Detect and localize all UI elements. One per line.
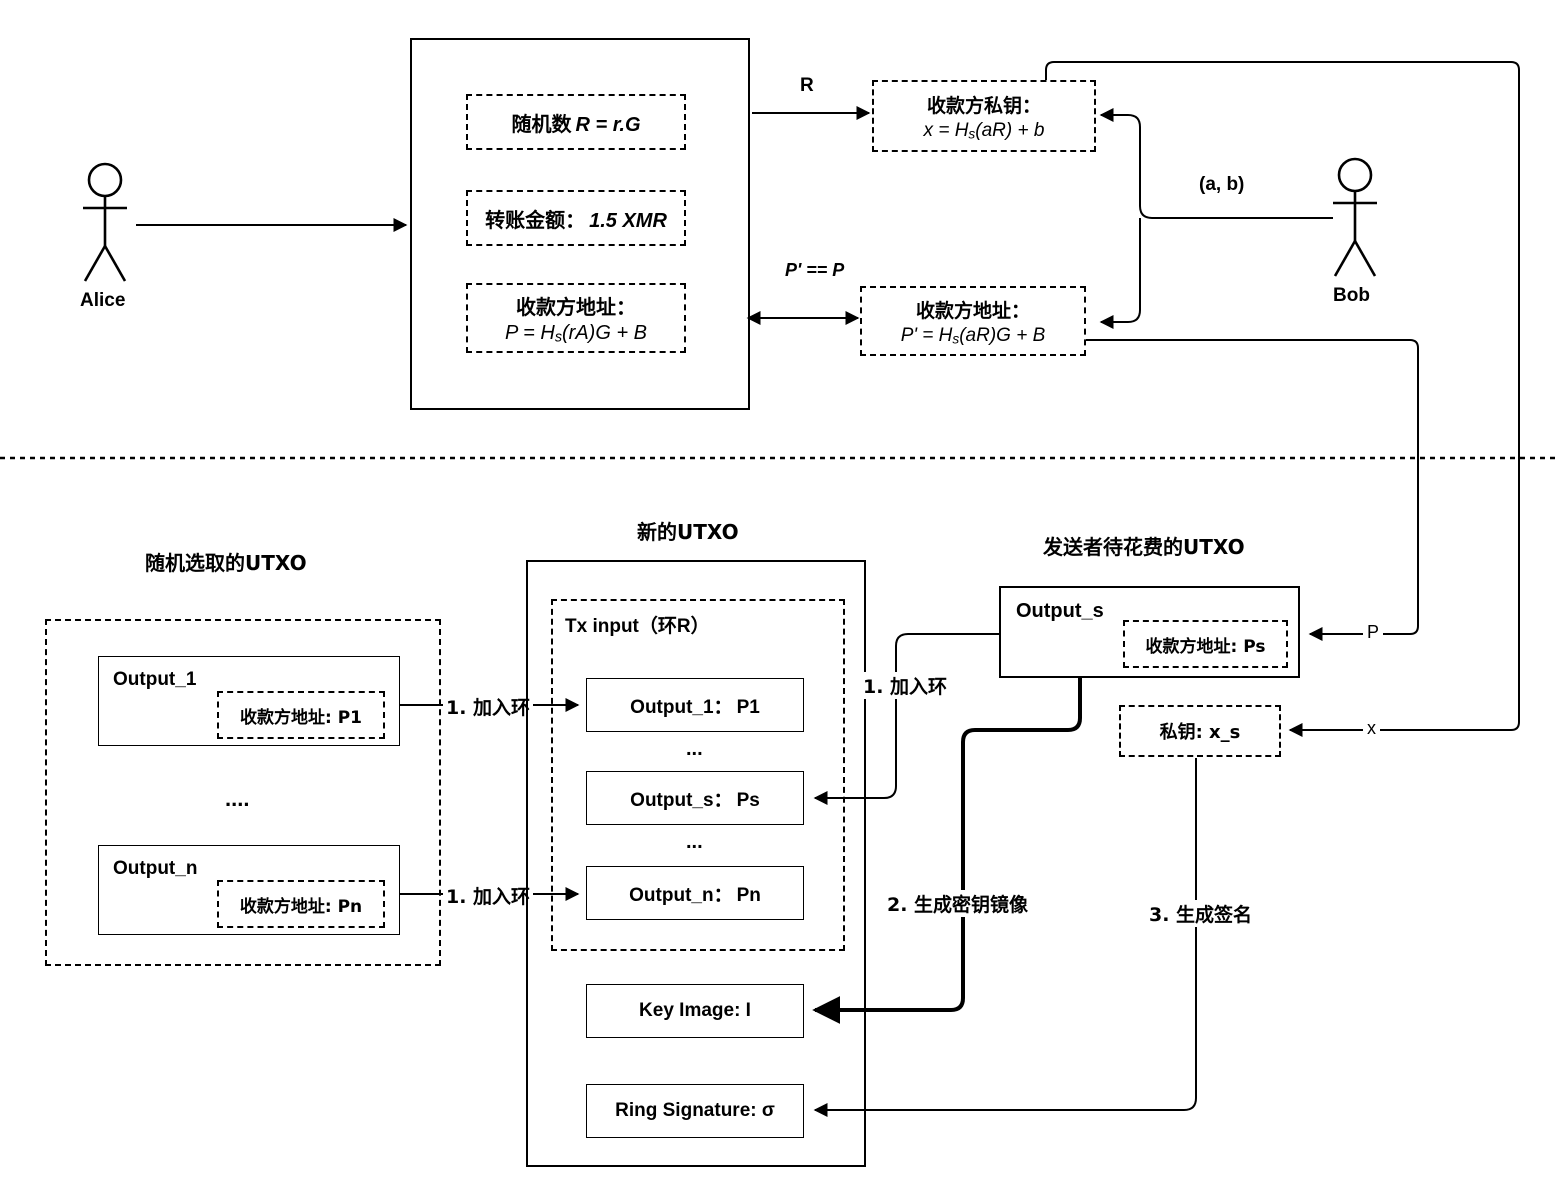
payee-formula-prefix: P = H [504,321,555,344]
sender-utxo-output-s-name: Output_s [1016,600,1104,622]
sender-private-key-box: 私钥: x_s [1119,705,1281,757]
tx-input-row-output-s-label: Output_s： [630,789,733,811]
alice-stick-figure [83,162,127,282]
ra-prefix: P' = H [900,324,953,346]
tx-input-container: Tx input（环R） [551,599,845,951]
bob-stick-figure [1333,157,1377,277]
edge-label-gen-signature: 3. 生成签名 [1146,900,1256,927]
ring-signature-label: Ring Signature: σ [615,1100,775,1121]
random-utxo-output-n-addr-box: 收款方地址: Pn [217,880,385,928]
tx-input-title: Tx input（环R） [565,616,710,637]
edge-label-keys: (a, b) [1199,174,1245,195]
heading-sender-utxo: 发送者待花费的UTXO [1043,535,1245,559]
edge-gen-signature [813,758,1197,1117]
receiver-private-key-formula: x = Hs(aR) + b [924,120,1045,142]
tx-input-row-output-s: Output_s： Ps [586,771,804,825]
random-utxo-ellipsis: .... [225,786,250,811]
tx-input-ellipsis-top: ... [686,738,703,760]
transfer-amount-value: 1.5 XMR [589,209,667,232]
receiver-private-key-label: 收款方私钥： [926,94,1041,117]
ring-signature-box: Ring Signature: σ [586,1084,804,1138]
random-utxo-output-1-addr: 收款方地址: P1 [239,707,362,728]
receiver-address-formula: P' = Hs(aR)G + B [901,325,1046,347]
field-transfer-amount: 转账金额： 1.5 XMR [466,190,686,246]
random-utxo-output-1-name: Output_1 [113,669,197,690]
random-number-formula: R = r.G [575,113,641,136]
tx-input-row-output-n: Output_n： Pn [586,866,804,920]
tx-input-row-output-n-label: Output_n： [629,884,733,906]
random-utxo-output-n-name: Output_n [113,858,198,879]
sender-utxo-output-s-addr-box: 收款方地址: Ps [1123,620,1288,668]
ra-sub: s [952,330,960,346]
random-utxo-output-1-addr-box: 收款方地址: P1 [217,691,385,739]
sender-utxo-output-s: Output_s 收款方地址: Ps [999,586,1300,678]
payee-address-formula: P = Hs(rA)G + B [505,322,647,346]
tx-input-row-output-1-label: Output_1： [630,696,733,718]
heading-random-utxo: 随机选取的UTXO [145,551,307,575]
edge-bob-keys [1099,108,1333,219]
random-utxo-container [45,619,441,966]
payee-formula-sub: s [554,329,563,346]
sender-private-key-label: 私钥: x_s [1159,722,1241,743]
field-random-number: 随机数 R = r.G [466,94,686,150]
key-image-box: Key Image: I [586,984,804,1038]
ra-suffix: (aR)G + B [959,324,1046,346]
edge-bob-keys-2 [1099,218,1141,329]
tx-input-row-output-n-value: Pn [736,884,761,906]
field-payee-address: 收款方地址： P = Hs(rA)G + B [466,283,686,353]
rpk-sub: s [968,125,976,141]
transaction-box [410,38,750,410]
sender-utxo-output-s-addr: 收款方地址: Ps [1145,636,1266,657]
edge-label-compare: P' == P [785,260,845,280]
edge-label-join-ring-1: 1. 加入环 [443,693,534,720]
tx-input-ellipsis-bottom: ... [686,831,703,853]
key-image-label: Key Image: I [639,1000,751,1021]
random-utxo-output-n: Output_n 收款方地址: Pn [98,845,400,935]
rpk-prefix: x = H [923,119,969,141]
heading-new-utxo: 新的UTXO [637,520,739,544]
tx-input-row-output-1-value: P1 [736,696,760,718]
payee-address-label: 收款方地址： [516,294,636,319]
payee-formula-suffix: (rA)G + B [562,321,648,344]
edge-label-x: x [1363,718,1380,739]
edge-label-join-ring-3: 1. 加入环 [860,672,951,699]
tx-input-row-output-1: Output_1： P1 [586,678,804,732]
receiver-address-box: 收款方地址： P' = Hs(aR)G + B [860,286,1086,356]
new-utxo-container [526,560,866,1167]
edge-label-join-ring-2: 1. 加入环 [443,882,534,909]
tx-input-row-output-s-value: Ps [736,789,760,811]
receiver-private-key-box: 收款方私钥： x = Hs(aR) + b [872,80,1096,152]
rpk-suffix: (aR) + b [975,119,1045,141]
random-utxo-output-1: Output_1 收款方地址: P1 [98,656,400,746]
edge-label-R: R [800,75,814,96]
random-number-label: 随机数 [511,111,572,136]
random-utxo-output-n-addr: 收款方地址: Pn [239,896,363,917]
receiver-address-label: 收款方地址： [915,299,1030,322]
edge-label-P: P [1363,622,1384,643]
transfer-amount-label: 转账金额： [485,207,586,232]
edge-label-gen-key-image: 2. 生成密钥镜像 [884,890,1032,917]
bob-label: Bob [1333,285,1370,306]
alice-label: Alice [80,290,126,311]
